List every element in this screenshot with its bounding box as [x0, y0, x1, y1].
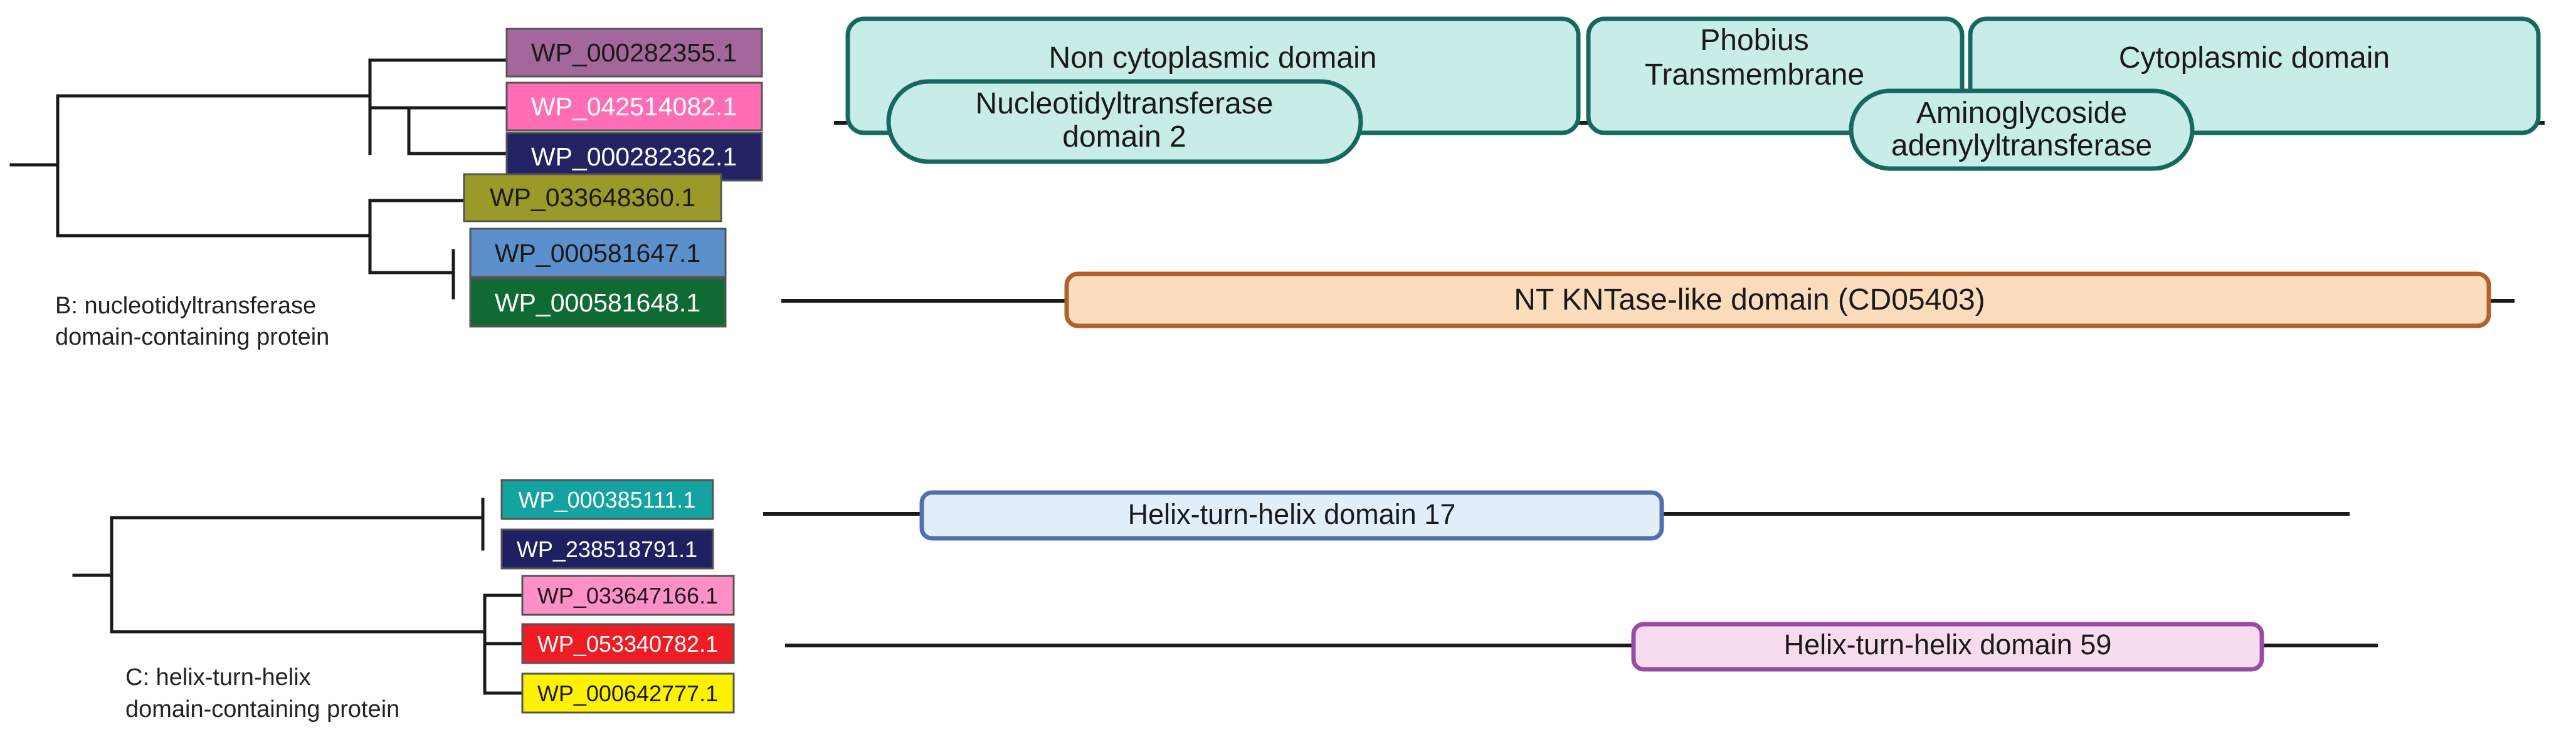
leaf-c-1-label: WP_000385111.1 [519, 487, 696, 513]
leaf-b-6-box [469, 277, 727, 328]
leaf-c-3-box [521, 575, 735, 616]
leaf-b-5-label: WP_000581647.1 [495, 239, 700, 268]
leaf-c-4-box [521, 623, 735, 664]
panel-c-track1: Helix-turn-helix domain 17 [763, 490, 2350, 541]
nt-kntase-domain-box [1064, 271, 2491, 328]
panel-c-caption-line1: C: helix-turn-helix [125, 664, 311, 691]
leaf-b-2-box [505, 81, 763, 132]
hth17-domain-box [919, 490, 1664, 541]
hth17-domain-label: Helix-turn-helix domain 17 [1128, 498, 1456, 530]
panel-b-track1: Non cytoplasmic domain Phobius Transmemb… [834, 16, 2545, 171]
leaf-b-3: WP_000282362.1 [505, 132, 763, 182]
leaf-b-5-box [469, 227, 727, 278]
leaf-b-5: WP_000581647.1 [469, 227, 727, 278]
nucleotidyltransferase-domain-box [886, 79, 1363, 164]
cytoplasmic-domain-label: Cytoplasmic domain [2119, 41, 2390, 75]
panel-b-caption-line2: domain-containing protein [55, 324, 329, 350]
leaf-c-4: WP_053340782.1 [521, 623, 735, 664]
hth59-domain-label: Helix-turn-helix domain 59 [1784, 629, 2112, 661]
aminoglycoside-label-line1: Aminoglycoside [1916, 97, 2127, 130]
non-cytoplasmic-domain-label: Non cytoplasmic domain [1049, 41, 1377, 75]
leaf-c-1: WP_000385111.1 [500, 479, 714, 520]
phobius-label-line2: Transmembrane [1645, 58, 1864, 91]
leaf-c-1-box [500, 479, 714, 520]
leaf-b-1: WP_000282355.1 [505, 28, 763, 78]
leaf-c-4-label: WP_053340782.1 [537, 631, 718, 657]
aminoglycoside-adenylyltransferase-box [1849, 88, 2195, 171]
nucleotidyltransferase-label-line1: Nucleotidyltransferase [976, 87, 1274, 120]
nt-kntase-domain-label: NT KNTase-like domain (CD05403) [1514, 283, 1985, 316]
leaf-b-4: WP_033648360.1 [463, 173, 722, 222]
leaf-c-2-label: WP_238518791.1 [517, 536, 697, 562]
leaf-b-4-label: WP_033648360.1 [490, 183, 695, 212]
panel-c-tree [72, 498, 524, 695]
leaf-b-3-label: WP_000282362.1 [531, 142, 737, 171]
leaf-b-1-box [505, 28, 763, 78]
aminoglycoside-label-line2: adenylyltransferase [1891, 129, 2152, 162]
leaf-c-2-box [500, 528, 714, 570]
panel-c-track2: Helix-turn-helix domain 59 [785, 622, 2378, 672]
leaf-b-4-box [463, 173, 722, 222]
panel-b-caption-line1: B: nucleotidyltransferase [55, 293, 316, 319]
leaf-b-6-label: WP_000581648.1 [495, 288, 700, 317]
leaf-c-3-label: WP_033647166.1 [537, 583, 718, 609]
leaf-c-5: WP_000642777.1 [521, 672, 735, 714]
leaf-c-5-label: WP_000642777.1 [537, 681, 718, 706]
panel-b-tree [9, 58, 509, 300]
leaf-c-2: WP_238518791.1 [500, 528, 714, 570]
leaf-b-2-label: WP_042514082.1 [531, 92, 737, 121]
leaf-c-3: WP_033647166.1 [521, 575, 735, 616]
leaf-b-6: WP_000581648.1 [469, 277, 727, 328]
leaf-b-3-box [505, 132, 763, 182]
leaf-b-2: WP_042514082.1 [505, 81, 763, 132]
leaf-c-5-box [521, 672, 735, 714]
phobius-label-line1: Phobius [1700, 24, 1808, 57]
hth59-domain-box [1631, 622, 2264, 672]
leaf-b-1-label: WP_000282355.1 [531, 38, 737, 67]
panel-c-caption-line2: domain-containing protein [125, 696, 399, 723]
nucleotidyltransferase-label-line2: domain 2 [1062, 120, 1186, 154]
panel-b-track2: NT KNTase-like domain (CD05403) [781, 271, 2515, 328]
